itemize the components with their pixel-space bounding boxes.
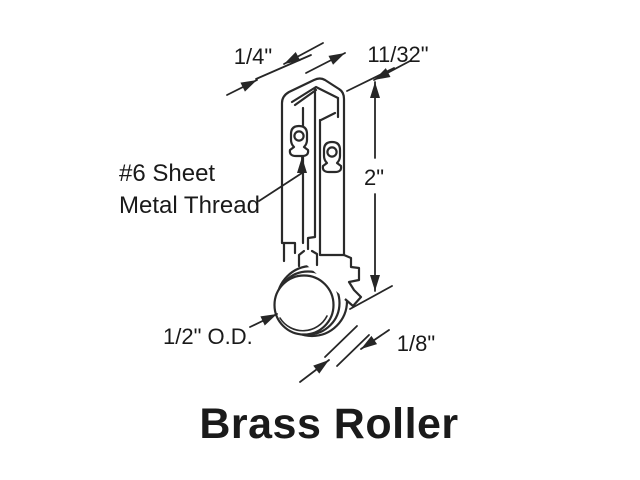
thickness-arrow-left [299, 359, 330, 383]
depth-label: 11/32" [367, 42, 428, 67]
axle-notch [297, 249, 319, 268]
od-leader-line [249, 313, 278, 328]
dimension-roller-thickness: 1/8" [299, 325, 435, 383]
quarter-arrow-lower [226, 79, 258, 96]
depth-arrow-left [305, 52, 346, 74]
roller-front-circle [273, 274, 335, 336]
dimension-quarter-inch: 1/4" [226, 42, 324, 96]
dimension-height: 2" [349, 81, 393, 310]
roller-front-face [273, 274, 335, 336]
dimension-eleven-thirtyseconds: 11/32" [305, 42, 429, 92]
screw-label-line2: Metal Thread [119, 192, 260, 219]
screw-hole-left-bore [293, 130, 305, 142]
screw-leader-line [258, 156, 307, 202]
callout-screw-thread: #6 Sheet Metal Thread [119, 156, 307, 219]
quarter-arrow-upper [283, 42, 324, 65]
quarter-inch-label: 1/4" [234, 44, 272, 69]
height-label: 2" [364, 165, 384, 190]
od-label: 1/2" O.D. [163, 324, 253, 349]
thickness-label: 1/8" [397, 331, 435, 356]
thickness-arrow-right [360, 329, 390, 350]
screw-holes [288, 124, 343, 174]
height-bottom-extension [349, 285, 393, 310]
bracket-fold-lines [280, 85, 346, 263]
thickness-tick-left [324, 325, 358, 358]
diagram-title: Brass Roller [199, 400, 458, 448]
depth-arrow-right [373, 60, 411, 81]
bracket-body [280, 77, 363, 308]
quarter-extension-line [255, 54, 312, 80]
screw-hole-right-bore [326, 146, 338, 158]
roller-face-bevel [279, 315, 328, 332]
screw-label-line1: #6 Sheet [119, 160, 215, 187]
callout-roller-od: 1/2" O.D. [163, 313, 278, 349]
depth-extension-line [346, 67, 395, 92]
